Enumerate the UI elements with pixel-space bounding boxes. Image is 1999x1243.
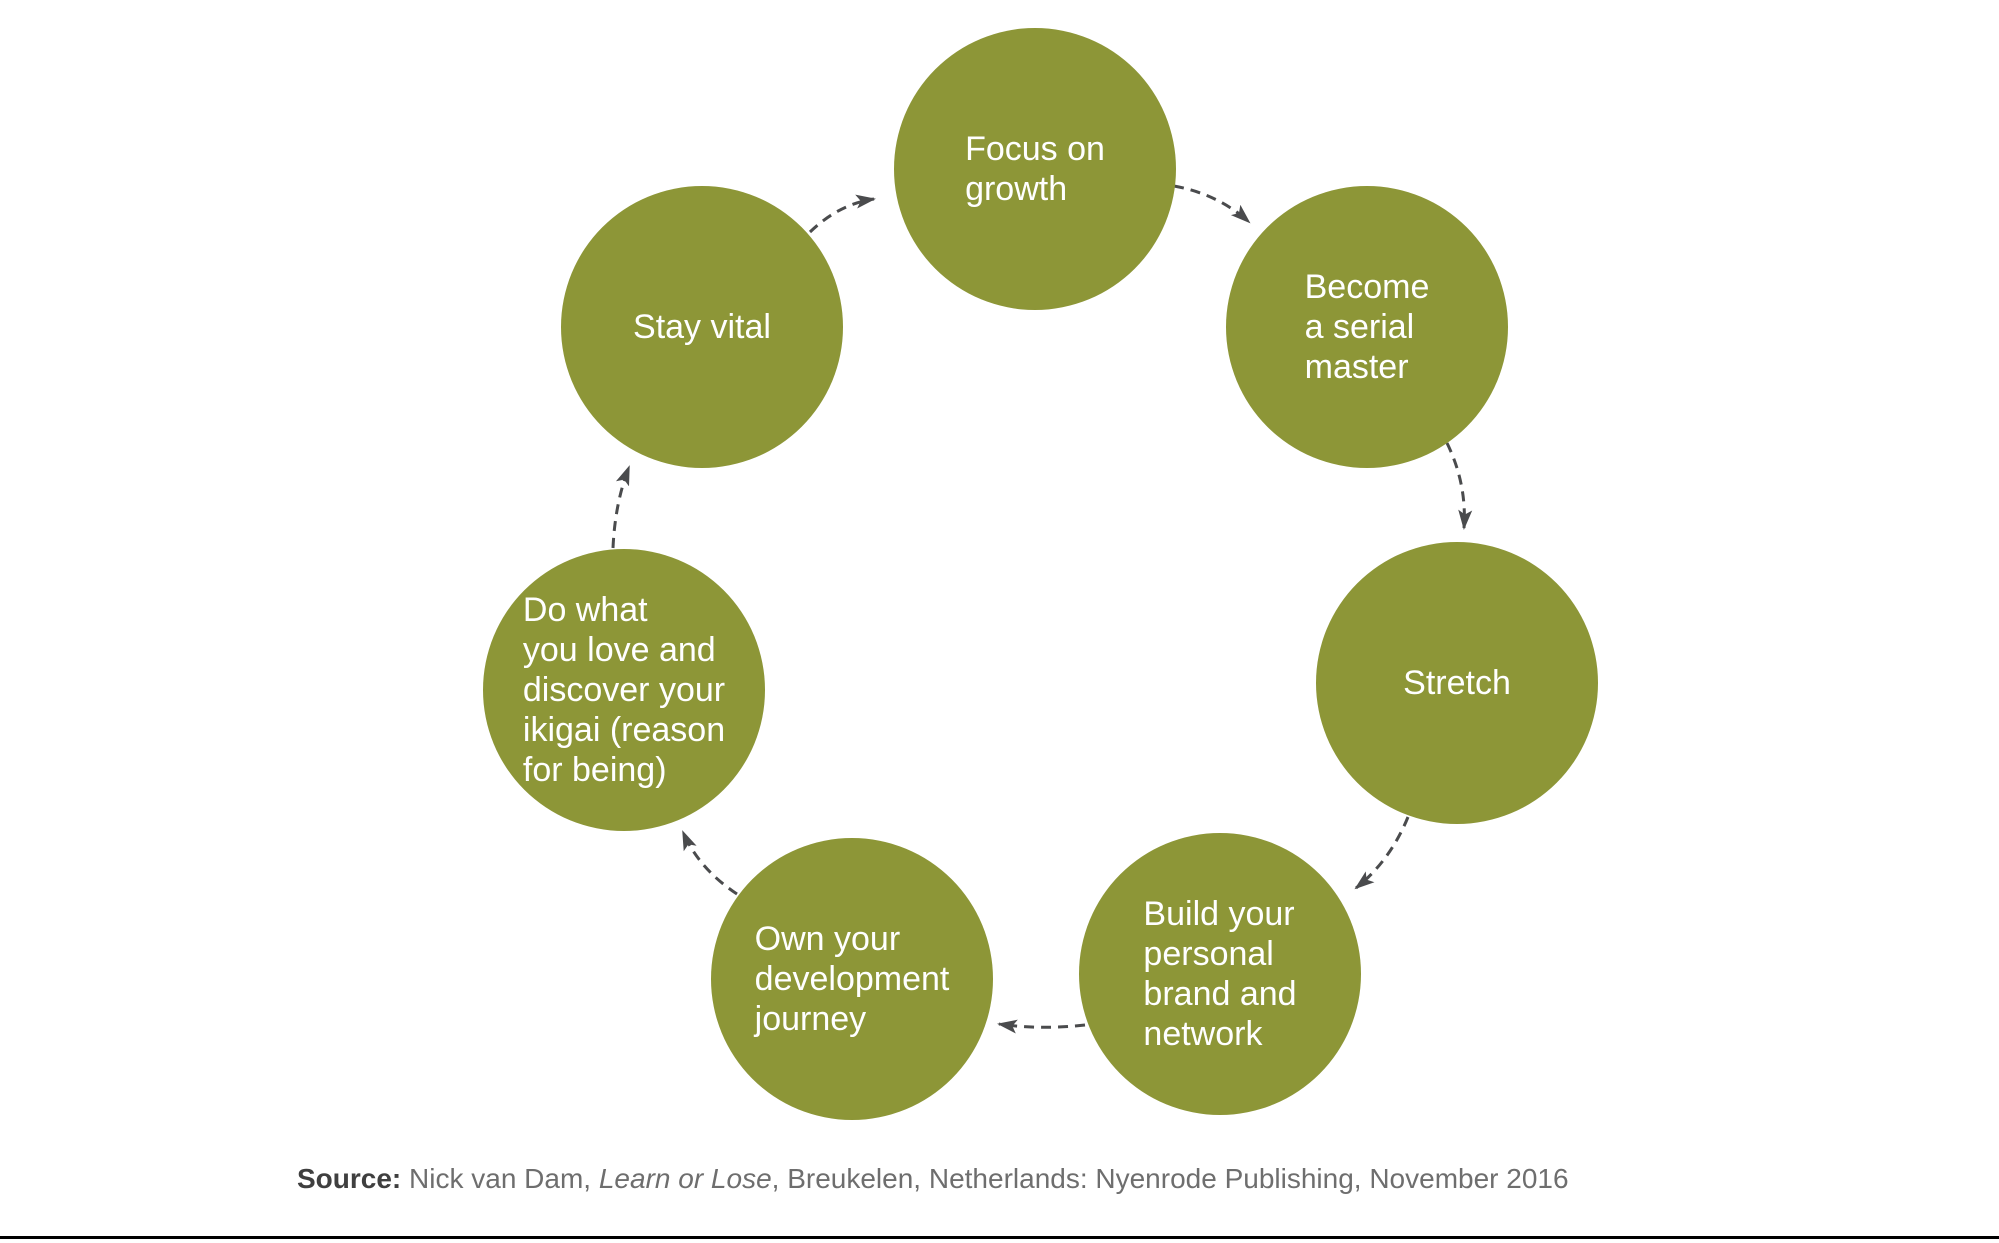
node-do-what-you-love-ikigai: Do what you love and discover your ikiga… xyxy=(483,549,765,831)
node-build-your-personal-brand-and-network: Build your personal brand and network xyxy=(1079,833,1361,1115)
node-focus-on-growth: Focus on growth xyxy=(894,28,1176,310)
source-text-after-italic: , Breukelen, Netherlands: Nyenrode Publi… xyxy=(771,1163,1569,1194)
node-own-your-development-journey: Own your development journey xyxy=(711,838,993,1120)
node-label: Own your development journey xyxy=(754,920,950,1038)
node-label: Focus on growth xyxy=(965,130,1105,208)
node-label: Stretch xyxy=(1403,664,1511,702)
node-stretch: Stretch xyxy=(1316,542,1598,824)
arrow-stretch-to-build-your-personal-brand xyxy=(1354,816,1410,890)
node-label: Build your personal brand and network xyxy=(1143,895,1297,1053)
bottom-border-line xyxy=(0,1236,1999,1239)
source-label: Source: xyxy=(297,1163,402,1194)
source-line: Source: Nick van Dam, Learn or Lose, Bre… xyxy=(297,1162,1569,1196)
node-become-a-serial-master: Become a serial master xyxy=(1226,186,1508,468)
node-label: Become a serial master xyxy=(1304,268,1430,386)
arrow-build-your-personal-brand-to-own-your-development-journey xyxy=(997,1019,1086,1034)
arrow-do-what-you-love-to-stay-vital xyxy=(611,465,631,549)
arrow-focus-on-growth-to-become-a-serial-master xyxy=(1173,184,1251,224)
arrow-stay-vital-to-focus-on-growth xyxy=(808,194,876,234)
arrow-become-a-serial-master-to-stretch xyxy=(1445,442,1473,530)
source-book-title: Learn or Lose xyxy=(598,1163,772,1194)
source-text-before-italic: Nick van Dam, xyxy=(401,1163,599,1194)
arrow-own-your-development-journey-to-do-what-you-love xyxy=(681,830,738,896)
node-label: Do what you love and discover your ikiga… xyxy=(522,591,726,789)
node-label: Stay vital xyxy=(633,308,771,346)
node-stay-vital: Stay vital xyxy=(561,186,843,468)
